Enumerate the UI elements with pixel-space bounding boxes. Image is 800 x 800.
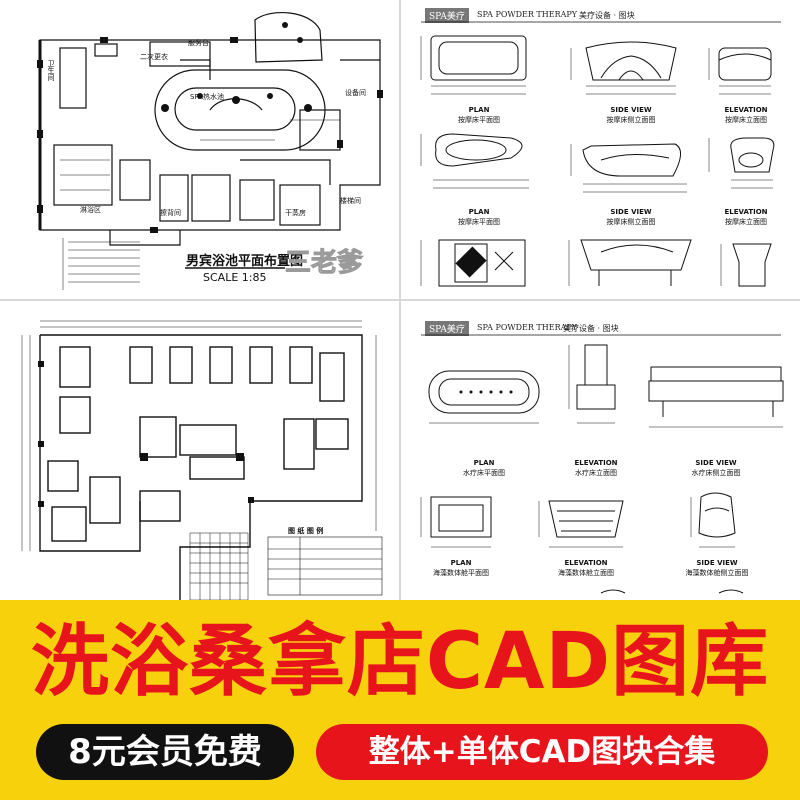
view-label-plan-2: PLAN [468,208,490,216]
view-sub-side-4: 海藻数体舱侧立面图 [685,569,749,577]
view-sub-plan-4: 海藻数体舱平面图 [433,569,489,577]
header-cn-2: 美疗设备 · 图块 [563,324,619,333]
room-label-change-room: 二次更衣 [140,53,168,61]
view-label-side-2: SIDE VIEW [610,208,652,216]
view-label-elev-3: ELEVATION [574,459,618,467]
view-sub-elev-3: 水疗床立面图 [575,469,617,477]
member-free-badge: 8元会员免费 [36,724,294,780]
spa-tag-2: SPA美疗 [425,321,469,336]
equipment-drawings-1 [420,21,781,287]
floor-plan-2-drawing [21,320,383,600]
view-sub-side-1: 按摩床侧立面图 [606,116,656,124]
panel-floor-plan: 卫生间 服务台 二次更衣 SPA热水池 设备间 淋浴区 擦背间 干蒸房 楼梯间 … [0,0,399,299]
header-en-2: SPA POWDER THERAPY [477,323,578,332]
drawing-title: 男宾浴池平面布置图 [186,254,304,269]
view-label-elev-4: ELEVATION [564,559,608,567]
view-sub-elev-2: 按摩床立面图 [725,218,767,226]
room-label-scrub: 擦背间 [160,209,181,217]
header-en: SPA POWDER THERAPY [477,10,578,19]
panel-floor-plan-2: 图 纸 图 例 [0,301,399,600]
spa-tag: SPA美疗 [425,8,469,23]
view-sub-side-3: 水疗床侧立面图 [691,469,741,477]
view-label-side-4: SIDE VIEW [696,559,738,567]
view-sub-plan-2: 按摩床平面图 [458,218,500,226]
room-label-stairs: 楼梯间 [340,197,361,205]
panel-spa-equipment-1: SPA美疗 SPA POWDER THERAPY 美疗设备 · 图块 [401,0,800,299]
header-cn: 美疗设备 · 图块 [579,11,635,20]
room-label-shower: 淋浴区 [80,206,101,214]
view-sub-plan-1: 按摩床平面图 [458,116,500,124]
panel-spa-equipment-2: SPA美疗 SPA POWDER THERAPY 美疗设备 · 图块 PLAN [401,301,800,600]
banner-headline: 洗浴桑拿店CAD图库 [30,617,770,707]
drawing-scale: SCALE 1:85 [203,271,267,284]
floor-plan-drawing [37,11,383,290]
view-label-plan-1: PLAN [468,106,490,114]
view-label-side-3: SIDE VIEW [695,459,737,467]
collection-badge: 整体+单体CAD图块合集 [316,724,768,780]
room-label-toilet: 卫生间 [47,60,55,81]
room-label-spa-pool: SPA热水池 [190,93,225,101]
view-label-plan-4: PLAN [450,559,472,567]
equipment-drawings-2 [420,334,784,594]
view-label-plan-3: PLAN [473,459,495,467]
legend-title: 图 纸 图 例 [288,527,324,535]
room-label-service-desk: 服务台 [188,39,209,47]
room-label-equipment: 设备间 [345,89,366,97]
view-label-elev-1: ELEVATION [724,106,768,114]
panel-divider-horizontal [0,299,800,301]
view-sub-elev-1: 按摩床立面图 [725,116,767,124]
watermark-text: 三老爹 [284,248,364,279]
view-sub-plan-3: 水疗床平面图 [463,469,505,477]
room-label-dry-sauna: 干蒸房 [285,209,306,217]
view-label-elev-2: ELEVATION [724,208,768,216]
view-sub-side-2: 按摩床侧立面图 [606,218,656,226]
view-label-side-1: SIDE VIEW [610,106,652,114]
view-sub-elev-4: 海藻数体舱立面图 [558,569,614,577]
